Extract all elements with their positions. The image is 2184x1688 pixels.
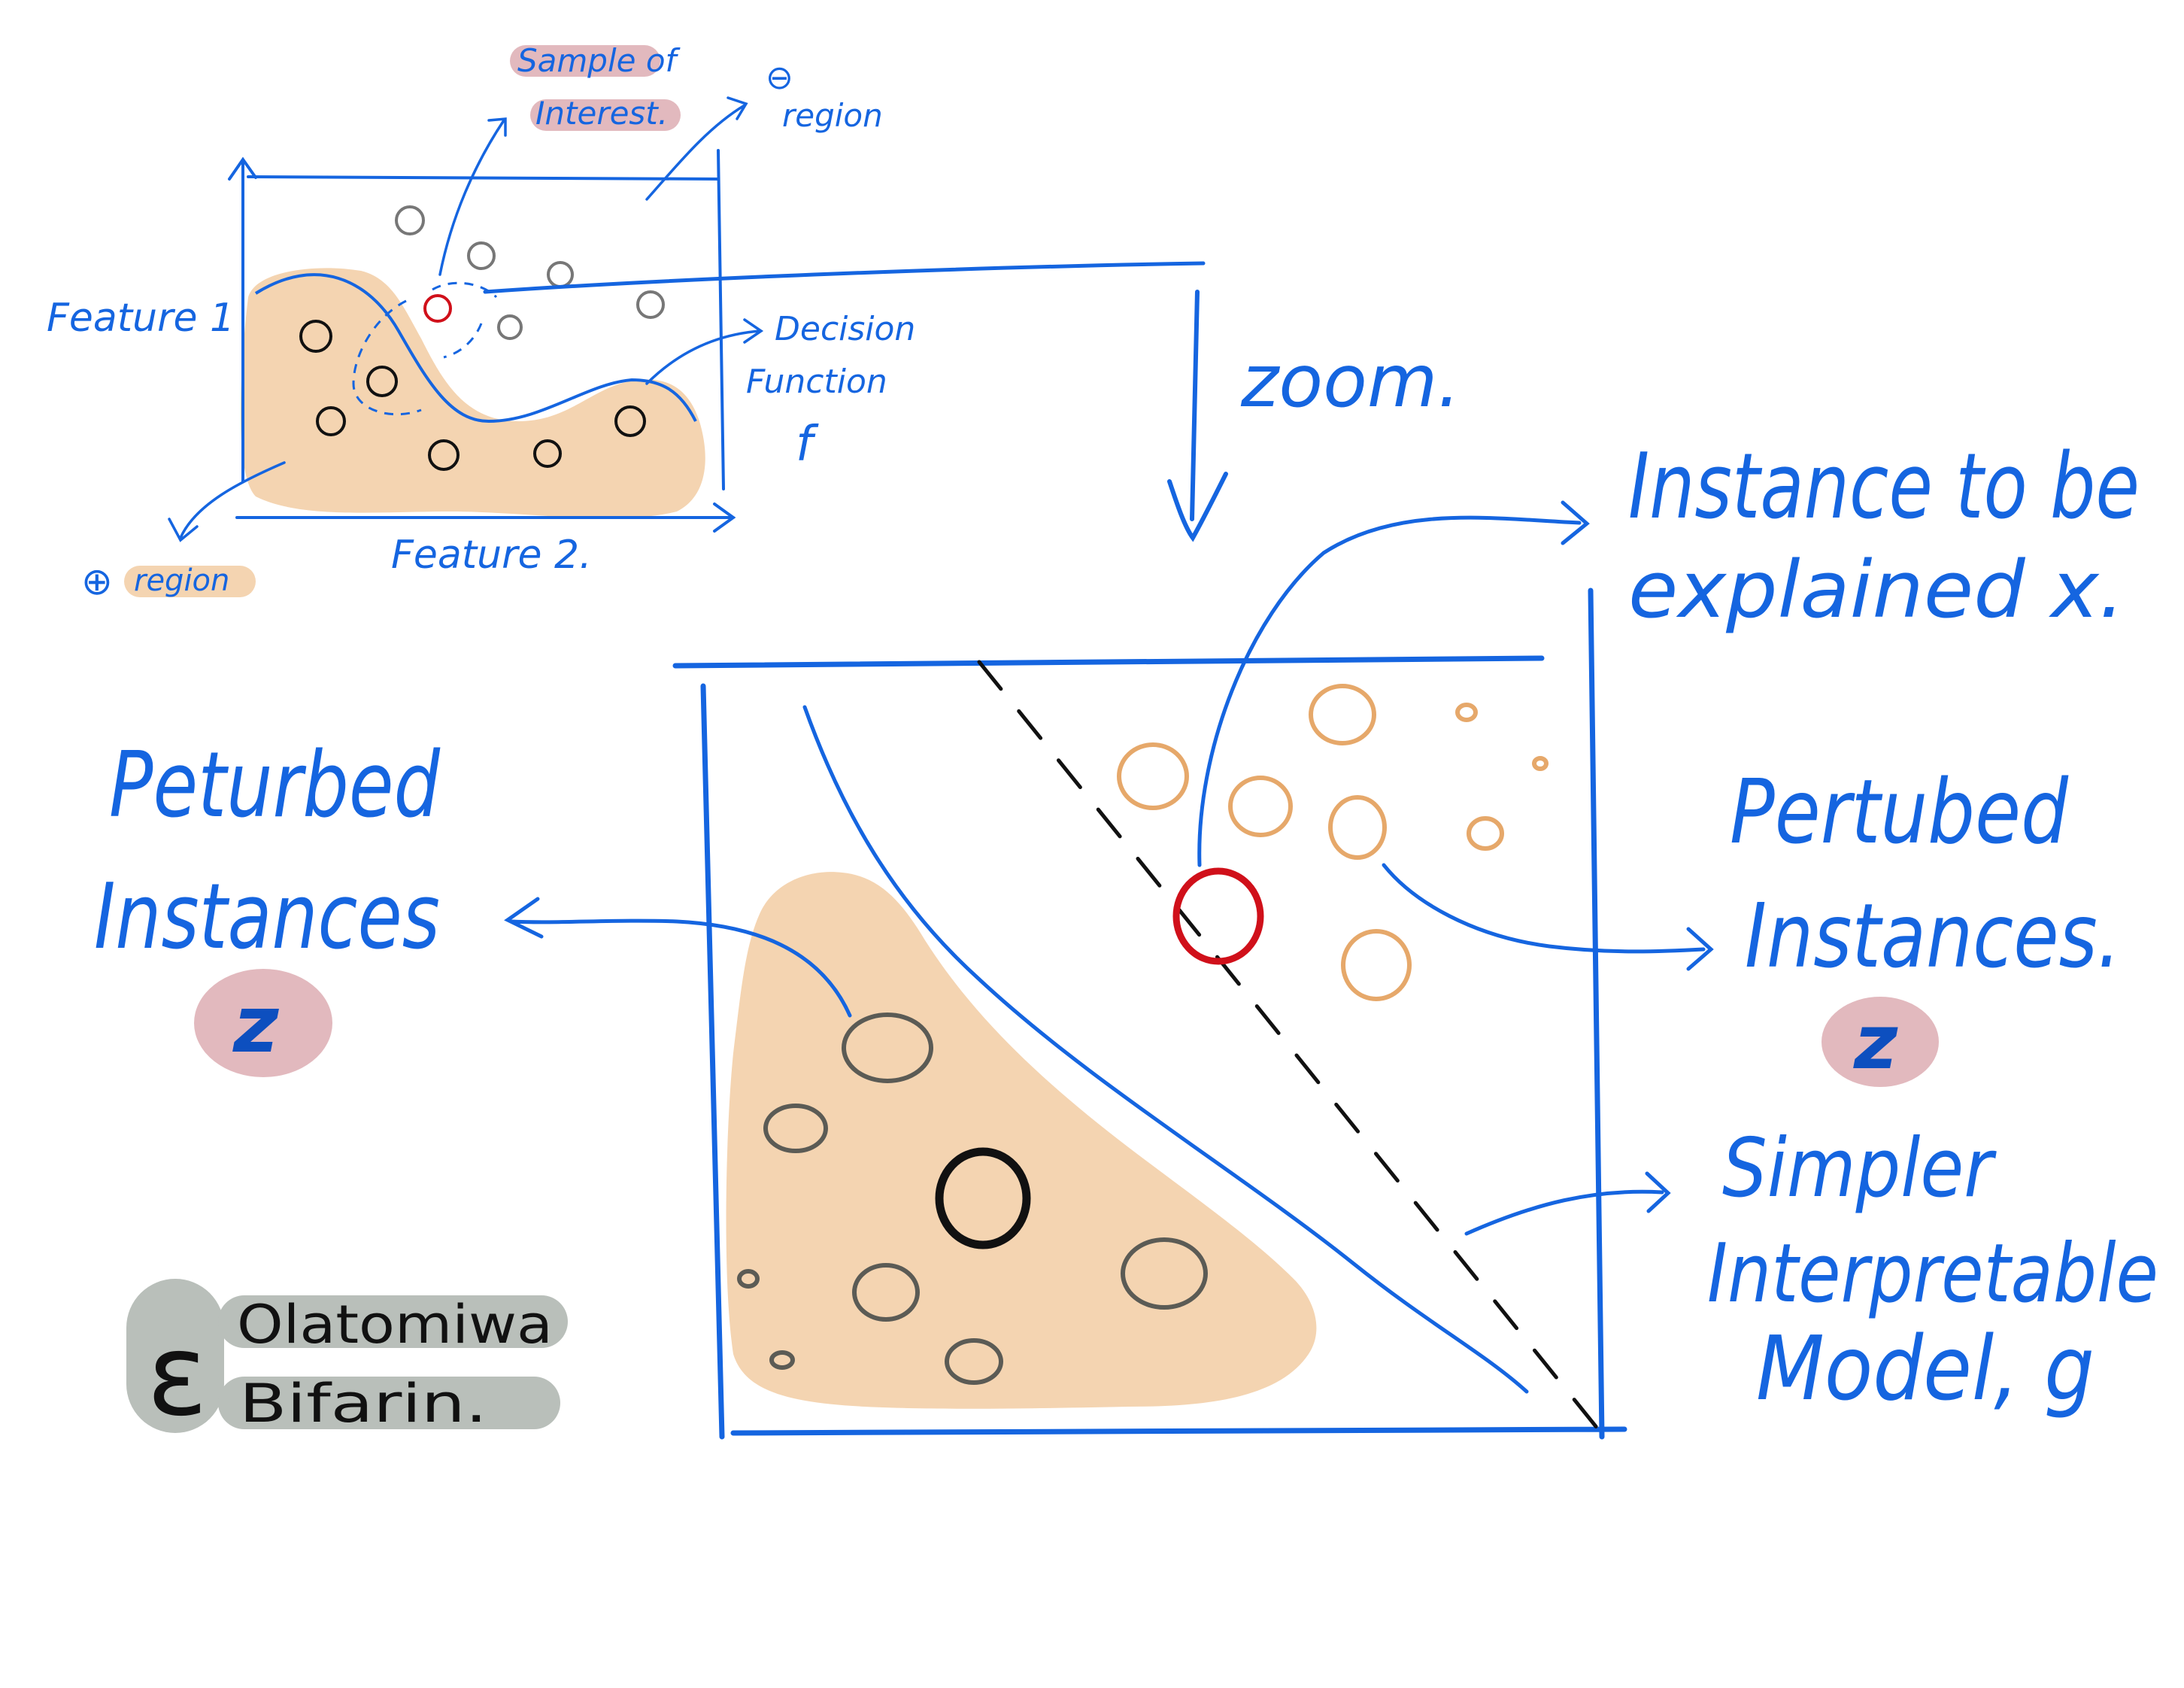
point-positive	[316, 406, 346, 436]
point-positive	[366, 366, 398, 397]
feature1-label: Feature 1	[47, 296, 235, 341]
decision-pointer-arrow	[645, 318, 764, 385]
point-negative	[547, 261, 574, 288]
model-label-line3: Model, g	[1756, 1316, 2095, 1420]
perturbed-instance	[1328, 795, 1387, 860]
perturbed-instance	[1341, 929, 1412, 1001]
instance-pointer-arrow	[1197, 500, 1590, 867]
positive-region-shape	[241, 268, 705, 518]
perturbed-instance	[1117, 742, 1189, 810]
sample-label-highlight	[530, 99, 681, 131]
neg-region-label: region	[782, 97, 883, 134]
neg-region-pointer-arrow	[645, 96, 748, 201]
neg-region-symbol: ⊖	[766, 59, 793, 97]
perturbed-instance	[1309, 684, 1376, 745]
perturbed-instance	[1467, 816, 1504, 851]
pos-region-highlight	[124, 566, 256, 597]
right-perturbed-label-line1: Pertubed	[1730, 760, 2069, 864]
signature-badge-line1	[218, 1295, 568, 1348]
model-pointer-arrow	[1464, 1171, 1671, 1236]
pos-region-symbol: ⊕	[81, 560, 113, 603]
instance-to-explain	[1172, 867, 1264, 965]
signature-line2: Bifarin.	[239, 1373, 487, 1434]
decision-function-curve	[254, 273, 697, 424]
decision-label-line2: Function	[746, 363, 887, 401]
overview-frame	[247, 149, 725, 490]
perturbed-instance	[1228, 776, 1293, 837]
negative-perturbed-instances	[1117, 684, 1549, 1001]
zoom-arrow	[1167, 290, 1228, 542]
left-perturbed-pointer-arrow	[504, 897, 852, 1018]
point-positive	[299, 320, 332, 353]
interpretable-model-line	[977, 660, 1600, 1431]
perturbed-instance	[1121, 1237, 1208, 1310]
signature-badge	[126, 1279, 224, 1433]
sample-label-highlight	[510, 45, 660, 77]
sample-label-line2: Interest.	[535, 95, 668, 132]
zoomed-plot: Instance to be explained x. Pertubed Ins…	[94, 435, 2158, 1440]
zoom-connector: zoom.	[483, 261, 1461, 542]
perturbed-instance	[945, 1338, 1003, 1385]
model-label-line2: Interpretable	[1707, 1227, 2158, 1321]
point-negative	[636, 290, 665, 319]
zoom-label: zoom.	[1240, 339, 1461, 424]
pos-region-label: region	[134, 563, 229, 598]
perturbed-instance	[852, 1263, 920, 1322]
right-perturbed-label-line2: Instances.	[1745, 884, 2121, 988]
perturbed-instance	[769, 1350, 795, 1370]
left-perturbed-label-line1: Peturbed	[109, 733, 441, 838]
positive-perturbed-instances	[737, 1012, 1208, 1385]
sample-of-interest-point	[423, 294, 452, 323]
left-z-highlight	[194, 969, 332, 1077]
perturbed-instance-large	[935, 1147, 1031, 1249]
sample-pointer-arrow	[438, 117, 507, 276]
zoomed-decision-curve	[802, 705, 1529, 1394]
local-neighborhood-outline	[352, 281, 498, 416]
feature2-label: Feature 2.	[391, 533, 592, 578]
right-z-label: z	[1853, 998, 1898, 1086]
zoomed-positive-region	[726, 872, 1317, 1409]
left-perturbed-label-line2: Instances	[94, 865, 440, 970]
signature-line1: Olatomiwa	[237, 1294, 553, 1356]
instance-label-line1: Instance to be	[1628, 435, 2140, 539]
point-negative	[467, 241, 496, 270]
perturbed-instance	[842, 1012, 933, 1083]
perturbed-instance	[737, 1269, 760, 1289]
point-positive	[614, 405, 646, 437]
feature2-axis	[235, 502, 736, 533]
zoom-line	[483, 261, 1206, 294]
point-negative	[497, 314, 523, 340]
perturbed-instance	[1532, 756, 1549, 771]
feature1-axis	[228, 156, 257, 483]
decision-label-line1: Decision	[775, 310, 915, 348]
signature-badge-line2	[218, 1377, 560, 1429]
point-positive	[428, 439, 460, 471]
perturbed-instance	[1455, 703, 1478, 722]
instance-label-line2: explained x.	[1628, 544, 2125, 636]
sample-label-line1: Sample of	[517, 42, 681, 79]
point-positive	[533, 439, 562, 468]
decision-symbol: f	[796, 417, 819, 472]
signature: ε Olatomiwa Bifarin.	[126, 1279, 568, 1441]
perturbed-instance	[763, 1104, 828, 1153]
left-z-label: z	[232, 979, 279, 1070]
signature-letter: ε	[147, 1310, 208, 1441]
point-negative	[395, 205, 425, 235]
pos-region-pointer-arrow	[168, 461, 286, 542]
right-z-highlight	[1822, 997, 1939, 1087]
overview-plot: Sample of Interest. ⊖ region ⊕ region Fe…	[47, 42, 915, 603]
model-label-line1: Simpler	[1722, 1122, 1997, 1216]
right-perturbed-pointer-arrow	[1382, 863, 1714, 971]
zoomed-frame	[672, 587, 1627, 1440]
